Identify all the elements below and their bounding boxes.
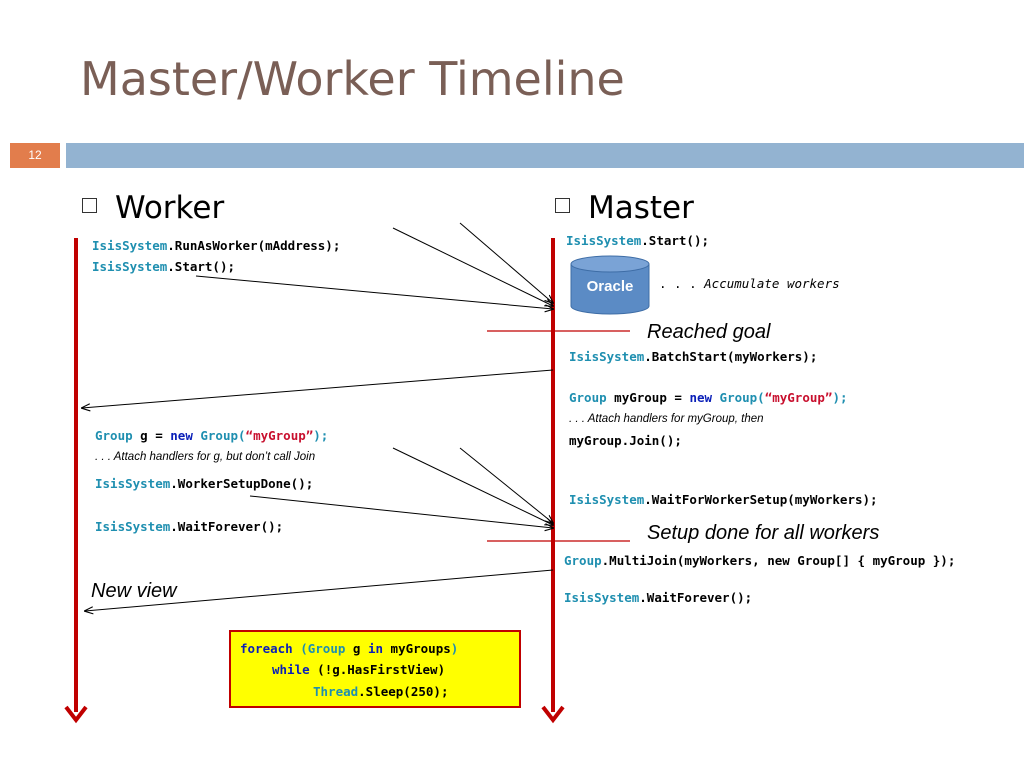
worker-heading: Worker — [82, 190, 224, 226]
arrow-worker-to-master-2 — [392, 227, 553, 306]
master-code-batch-start: IsisSystem.BatchStart(myWorkers); — [569, 349, 818, 364]
reached-goal-label: Reached goal — [647, 321, 771, 343]
oracle-label: Oracle — [586, 278, 634, 295]
master-heading: Master — [555, 190, 694, 226]
master-attach-note: . . . Attach handlers for myGroup, then — [569, 413, 764, 425]
worker-attach-note: . . . Attach handlers for g, but don’t c… — [95, 451, 316, 463]
master-code-join: myGroup.Join(); — [569, 433, 682, 448]
master-code-multijoin: Group.MultiJoin(myWorkers, new Group[] {… — [564, 553, 956, 568]
worker-timeline-arrowhead-icon — [64, 705, 88, 724]
slide-title: Master/Worker Timeline — [80, 52, 625, 106]
setup-done-label: Setup done for all workers — [647, 522, 880, 544]
worker-code-setup-done: IsisSystem.WorkerSetupDone(); — [95, 476, 314, 491]
checkbox-bullet-icon — [555, 198, 570, 213]
worker-code-group: Group g = new Group(“myGroup”); — [95, 428, 329, 443]
slide-number: 12 — [10, 143, 60, 168]
master-timeline-arrowhead-icon — [541, 705, 565, 724]
master-code-wait-for-setup: IsisSystem.WaitForWorkerSetup(myWorkers)… — [569, 492, 878, 507]
master-code-start: IsisSystem.Start(); — [566, 233, 709, 248]
oracle-database-icon — [570, 255, 650, 315]
worker-code-start: IsisSystem.Start(); — [92, 259, 235, 274]
arrow-worker-to-master-4 — [249, 495, 553, 528]
header-bar — [66, 143, 1024, 168]
arrow-master-to-worker-2 — [85, 569, 554, 611]
master-code-group: Group myGroup = new Group(“myGroup”); — [569, 390, 848, 405]
loop-code-box — [229, 630, 521, 708]
loop-line-sleep: Thread.Sleep(250); — [313, 684, 449, 699]
arrow-worker-to-master-5 — [392, 447, 553, 525]
worker-heading-label: Worker — [115, 190, 225, 226]
worker-code-wait-forever: IsisSystem.WaitForever(); — [95, 519, 284, 534]
arrow-worker-to-master-1 — [195, 275, 553, 309]
arrow-master-to-worker-1 — [82, 369, 554, 408]
arrow-worker-to-master-6 — [459, 447, 553, 523]
checkbox-bullet-icon — [82, 198, 97, 213]
master-accumulate-workers: . . . Accumulate workers — [659, 276, 840, 291]
master-heading-label: Master — [588, 190, 694, 226]
arrow-worker-to-master-3 — [459, 222, 553, 303]
loop-line-foreach: foreach (Group g in myGroups) — [240, 641, 459, 656]
master-code-wait-forever: IsisSystem.WaitForever(); — [564, 590, 753, 605]
loop-line-while: while (!g.HasFirstView) — [272, 662, 446, 677]
new-view-label: New view — [91, 580, 177, 602]
worker-code-run-as-worker: IsisSystem.RunAsWorker(mAddress); — [92, 238, 341, 253]
